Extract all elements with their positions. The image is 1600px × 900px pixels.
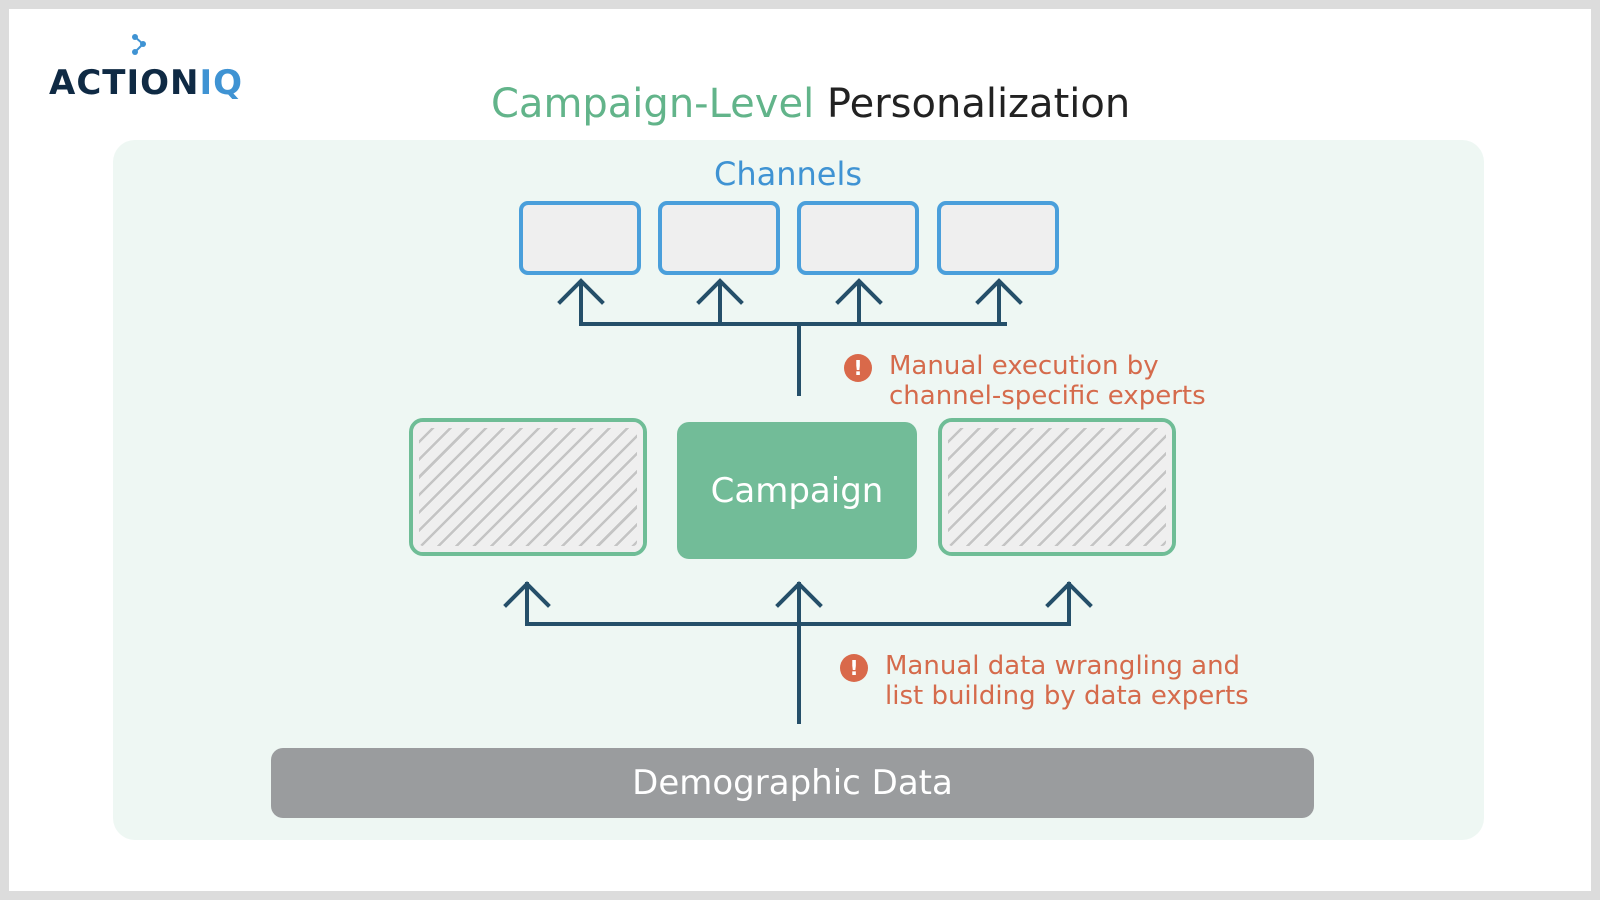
connector-arrows [503, 278, 1093, 724]
title-rest: Personalization [826, 81, 1131, 127]
arrow-channel-4 [975, 278, 1023, 326]
channel-box-1 [519, 201, 641, 275]
page-title: Campaign-Level Personalization [491, 81, 1130, 127]
campaign-box: Campaign [677, 422, 917, 559]
demographic-data-bar: Demographic Data [271, 748, 1314, 818]
campaign-label: Campaign [710, 470, 884, 511]
wrangling-note-line1: Manual data wrangling and [885, 651, 1241, 681]
arrow-channel-3 [835, 278, 883, 326]
arrow-channel-2 [696, 278, 744, 326]
placeholder-box-right [938, 418, 1176, 556]
placeholder-box-left [409, 418, 647, 556]
slide-frame: ACTIONIQ Campaign-Level Personalization … [9, 9, 1591, 891]
execution-note: Manual execution by channel-specific exp… [889, 351, 1206, 411]
arrow-left-box [503, 581, 551, 626]
title-accent: Campaign-Level [491, 81, 815, 127]
warning-icon: ! [844, 354, 872, 382]
channel-box-4 [937, 201, 1059, 275]
wrangling-note: Manual data wrangling and list building … [885, 651, 1249, 711]
arrow-right-box [1045, 581, 1093, 626]
arrow-campaign [775, 581, 823, 626]
logo-node-icon [132, 34, 146, 55]
execution-note-line1: Manual execution by [889, 351, 1159, 381]
channels-label: Channels [713, 155, 863, 193]
demographic-data-label: Demographic Data [632, 763, 953, 803]
arrow-channel-1 [557, 278, 605, 326]
channel-box-2 [658, 201, 780, 275]
logo-text-main: ACTION [49, 63, 200, 103]
channel-box-3 [797, 201, 919, 275]
actioniq-logo: ACTIONIQ [49, 63, 243, 103]
logo-text-accent: IQ [199, 63, 244, 103]
execution-note-line2: channel-specific experts [889, 381, 1206, 411]
warning-icon: ! [840, 654, 868, 682]
wrangling-note-line2: list building by data experts [885, 681, 1249, 711]
